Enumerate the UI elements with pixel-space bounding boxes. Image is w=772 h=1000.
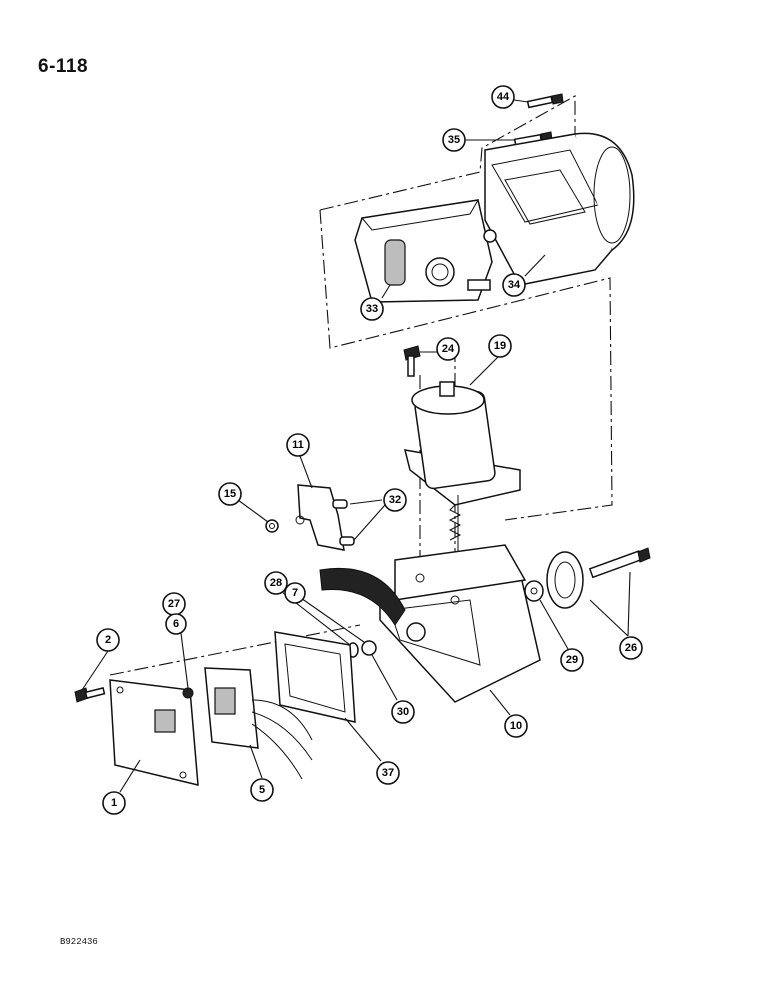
callout-5-label: 5 (259, 784, 265, 796)
callout-32-label: 32 (389, 494, 401, 506)
callout-15-label: 15 (224, 488, 236, 500)
housing-34 (484, 132, 635, 286)
callout-29-label: 29 (566, 654, 578, 666)
gear-26 (546, 547, 651, 609)
gasket-37 (274, 631, 356, 723)
callout-34-label: 34 (508, 279, 521, 291)
cover-plate-1 (109, 679, 199, 786)
connector-board-5 (204, 667, 313, 780)
callout-6: 6 (165, 613, 187, 635)
switch-assembly-33 (354, 199, 497, 303)
washer-29 (524, 580, 544, 602)
callout-1-label: 1 (111, 797, 117, 809)
screw-24 (403, 345, 421, 377)
callout-28: 28 (264, 571, 288, 595)
callout-33: 33 (360, 297, 384, 321)
direction-arrow (319, 567, 406, 626)
callout-37-label: 37 (382, 767, 394, 779)
callout-26: 26 (619, 636, 643, 660)
nut-30 (361, 640, 377, 656)
callout-1: 1 (102, 791, 126, 815)
callout-37: 37 (376, 761, 400, 785)
page-number: 6-118 (38, 56, 89, 77)
pins-32 (332, 499, 355, 546)
callout-6-label: 6 (173, 618, 179, 630)
callout-2: 2 (96, 628, 120, 652)
callout-7-label: 7 (292, 587, 298, 599)
callout-30: 30 (391, 700, 415, 724)
callout-19: 19 (488, 334, 512, 358)
bolt-44 (526, 93, 564, 109)
callout-44-label: 44 (497, 91, 510, 103)
figure-code: B922436 (60, 937, 98, 947)
callout-2-label: 2 (105, 634, 111, 646)
bracket-11 (295, 484, 345, 551)
callout-28-label: 28 (270, 577, 282, 589)
screw-2 (74, 687, 106, 703)
callout-19-label: 19 (494, 340, 506, 352)
callout-5: 5 (250, 778, 274, 802)
callout-35-label: 35 (448, 134, 460, 146)
gearbox-housing-10 (379, 544, 541, 703)
callout-34: 34 (502, 273, 526, 297)
callout-32: 32 (383, 488, 407, 512)
callout-27-label: 27 (168, 598, 180, 610)
callout-33-label: 33 (366, 303, 378, 315)
callout-11-label: 11 (292, 439, 304, 451)
callout-44: 44 (491, 85, 515, 109)
callout-35: 35 (442, 128, 466, 152)
callout-15: 15 (218, 482, 242, 506)
grommet-6 (182, 687, 194, 699)
nut-15 (265, 519, 279, 533)
leader-lines (81, 99, 631, 793)
callout-10: 10 (504, 714, 528, 738)
callout-24: 24 (436, 337, 460, 361)
callout-11: 11 (286, 433, 310, 457)
callout-26-label: 26 (625, 642, 637, 654)
callout-7: 7 (284, 582, 306, 604)
callout-29: 29 (560, 648, 584, 672)
callout-27: 27 (162, 592, 186, 616)
callout-30-label: 30 (397, 706, 409, 718)
callout-10-label: 10 (510, 720, 522, 732)
callout-24-label: 24 (442, 343, 455, 355)
motor-19 (403, 381, 521, 555)
